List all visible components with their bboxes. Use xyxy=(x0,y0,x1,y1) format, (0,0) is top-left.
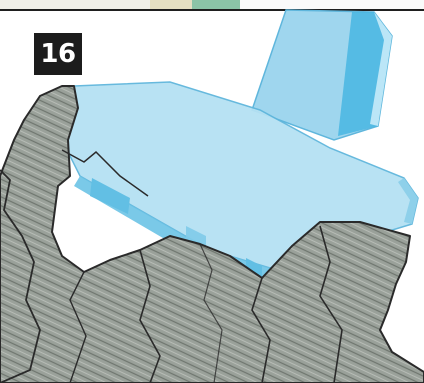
step-number-badge: 16 xyxy=(34,33,82,75)
